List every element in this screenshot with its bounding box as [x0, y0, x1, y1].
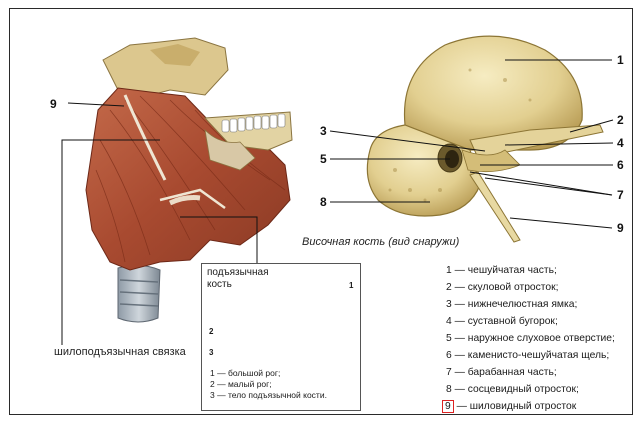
legend-text: — скуловой отросток; [452, 282, 559, 293]
temporal-bone-caption: Височная кость (вид снаружи) [302, 236, 459, 248]
hyoid-title: подъязычная кость [207, 267, 307, 291]
hyoid-title-line1: подъязычная [207, 267, 307, 279]
temporal-bone-figure [367, 36, 603, 242]
legend-item-3: 3 — нижнечелюстная ямка; [446, 296, 615, 313]
legend-item-9: 9 — шиловидный отросток [446, 398, 615, 415]
stylohyoid-ligament-label: шилоподъязычная связка [54, 346, 186, 358]
hyoid-legend-item: 3 — тело подъязычной кости. [210, 390, 327, 401]
legend-text: — каменисто-чешуйчатая щель; [452, 350, 609, 361]
legend-item-1: 1 — чешуйчатая часть; [446, 262, 615, 279]
legend-number: 9 [442, 400, 454, 413]
legend-item-8: 8 — сосцевидный отросток; [446, 381, 615, 398]
callout-7: 7 [617, 188, 624, 202]
callout-4: 4 [617, 136, 624, 150]
hyoid-title-line2: кость [207, 279, 307, 291]
callout-5: 5 [320, 152, 327, 166]
legend-item-7: 7 — барабанная часть; [446, 364, 615, 381]
legend-text: — нижнечелюстная ямка; [452, 299, 578, 310]
legend-text: — барабанная часть; [452, 367, 557, 378]
legend-text: — наружное слуховое отверстие; [452, 333, 615, 344]
temporal-bone-legend: 1 — чешуйчатая часть;2 — скуловой отрост… [446, 262, 615, 415]
hyoid-num-2: 2 [209, 327, 213, 336]
legend-item-5: 5 — наружное слуховое отверстие; [446, 330, 615, 347]
legend-item-4: 4 — суставной бугорок; [446, 313, 615, 330]
callout-6: 6 [617, 158, 624, 172]
hyoid-legend-item: 2 — малый рог; [210, 379, 327, 390]
legend-text: — чешуйчатая часть; [452, 265, 557, 276]
legend-text: — суставной бугорок; [452, 316, 558, 327]
hyoid-num-1: 1 [349, 281, 353, 290]
callout-3: 3 [320, 124, 327, 138]
hyoid-legend: 1 — большой рог; 2 — малый рог; 3 — тело… [210, 368, 327, 401]
hyoid-legend-item: 1 — большой рог; [210, 368, 327, 379]
callout-9-left: 9 [50, 97, 57, 111]
hyoid-num-3: 3 [209, 348, 213, 357]
callout-2: 2 [617, 113, 624, 127]
legend-item-2: 2 — скуловой отросток; [446, 279, 615, 296]
callout-8: 8 [320, 195, 327, 209]
callout-9: 9 [617, 221, 624, 235]
legend-text: — шиловидный отросток [454, 401, 576, 412]
legend-text: — сосцевидный отросток; [452, 384, 579, 395]
callout-1: 1 [617, 53, 624, 67]
legend-item-6: 6 — каменисто-чешуйчатая щель; [446, 347, 615, 364]
hyoid-inset: подъязычная кость 1 2 3 1 — большой рог;… [201, 263, 361, 411]
